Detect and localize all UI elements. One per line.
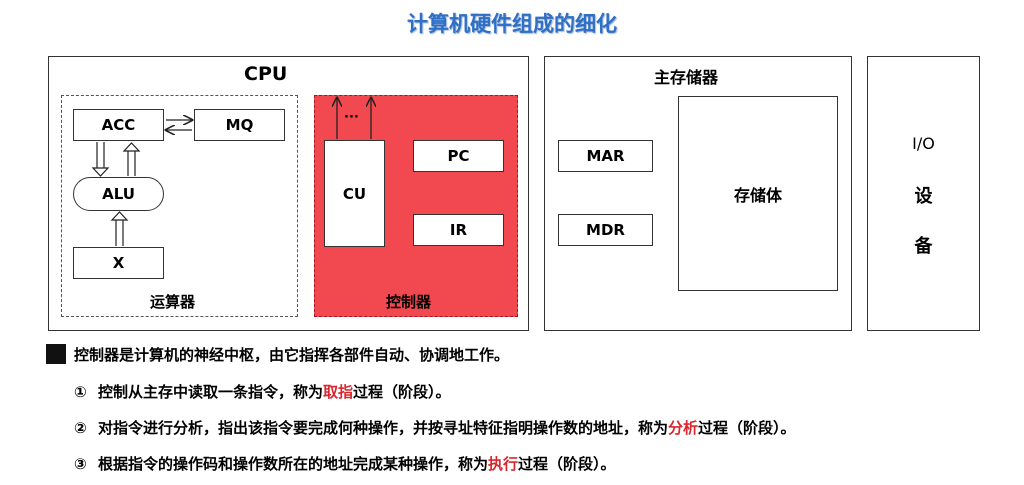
arrow-acc-to-alu [91, 142, 110, 177]
acc-register: ACC [73, 109, 164, 141]
storage-body: 存储体 [678, 96, 838, 291]
note-item-2: ② 对指令进行分析，指出该指令要完成何种操作，并按寻址特征指明操作数的地址，称为… [74, 417, 795, 438]
note-item-3-num: ③ [74, 455, 87, 473]
cu-output-dots: ··· [344, 110, 359, 125]
alu-unit-label: 运算器 [150, 293, 196, 311]
io-label-3: 备 [914, 236, 933, 257]
page-title: 计算机硬件组成的细化 [407, 12, 617, 36]
note-item-1: ① 控制从主存中读取一条指令，称为取指过程（阶段）。 [74, 381, 450, 402]
control-unit-region [314, 95, 518, 317]
ir-register: IR [413, 214, 504, 246]
note-item-2-pre: 对指令进行分析，指出该指令要完成何种操作，并按寻址特征指明操作数的地址，称为 [97, 419, 668, 437]
mdr-register: MDR [558, 214, 653, 246]
control-unit-label: 控制器 [386, 293, 432, 311]
cu-box: CU [324, 140, 385, 247]
note-item-1-num: ① [74, 383, 87, 401]
note-item-3: ③ 根据指令的操作码和操作数所在的地址完成某种操作，称为执行过程（阶段）。 [74, 453, 615, 474]
cpu-label: CPU [244, 63, 288, 85]
note-item-2-highlight: 分析 [667, 419, 698, 437]
main-memory-label: 主存储器 [654, 68, 719, 87]
note-main: 控制器是计算机的神经中枢，由它指挥各部件自动、协调地工作。 [74, 346, 510, 364]
x-register: X [73, 247, 164, 279]
note-item-1-pre: 控制从主存中读取一条指令，称为 [97, 383, 323, 401]
note-item-3-highlight: 执行 [487, 455, 518, 473]
io-device-box [867, 56, 980, 331]
arrow-x-to-alu [110, 211, 129, 246]
mq-register: MQ [194, 109, 285, 141]
io-label-2: 设 [914, 186, 933, 207]
note-item-2-post: 过程（阶段）。 [697, 419, 796, 437]
io-label: I/O [912, 134, 935, 153]
pc-register: PC [413, 140, 504, 172]
note-item-2-num: ② [74, 419, 87, 437]
note-item-1-post: 过程（阶段）。 [352, 383, 451, 401]
note-item-3-post: 过程（阶段）。 [517, 455, 616, 473]
alu-unit-region [61, 95, 298, 317]
arrow-alu-to-acc [122, 142, 141, 176]
note-item-1-highlight: 取指 [322, 383, 353, 401]
mar-register: MAR [558, 140, 653, 172]
alu-unit: ALU [73, 177, 164, 211]
note-item-3-pre: 根据指令的操作码和操作数所在的地址完成某种操作，称为 [97, 455, 488, 473]
bullet-square-icon [46, 344, 66, 364]
